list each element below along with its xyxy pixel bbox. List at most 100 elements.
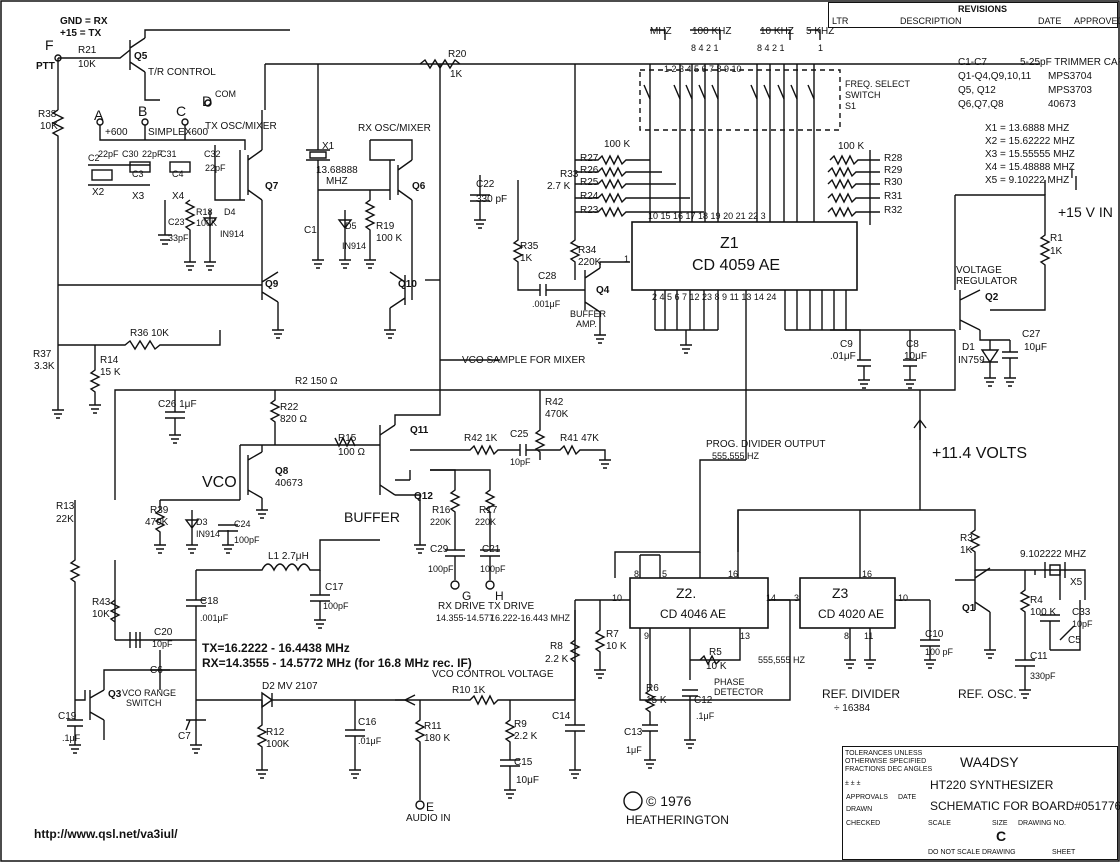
crystal-x3: X3 = 15.55555 MHZ	[985, 149, 1075, 160]
label-r8-value: 2.2 K	[545, 654, 569, 665]
label-c29: C29	[430, 544, 449, 555]
label-q9: Q9	[265, 279, 279, 290]
label-audio-in: AUDIO IN	[406, 813, 451, 824]
z3-part: CD 4020 AE	[818, 607, 885, 621]
label-q8: Q8	[275, 466, 289, 477]
label-r14: R14	[100, 355, 119, 366]
label-c13-value: 1μF	[626, 745, 642, 755]
label-r36: R36 10K	[130, 328, 169, 339]
label-q4: Q4	[596, 285, 610, 296]
connector-g: G	[462, 589, 472, 603]
company-name: WA4DSY	[960, 754, 1019, 770]
label-q2: Q2	[985, 292, 999, 303]
label-c33: C33	[1072, 607, 1091, 618]
label-r42-value: 470K	[545, 409, 569, 420]
label-r4: R4	[1030, 595, 1043, 606]
connector-h: H	[495, 589, 504, 603]
label-r16-value: 220K	[430, 517, 452, 527]
parts-ref-0: C1-C7	[958, 57, 987, 68]
label-c21-value: 100pF	[480, 564, 506, 574]
approvals-date-label: DATE	[898, 794, 917, 801]
parts-desc-1: MPS3704	[1048, 71, 1092, 82]
connector-d: D	[202, 93, 213, 109]
label-r23: R23	[580, 205, 599, 216]
z3-pin10: 10	[898, 593, 909, 603]
label-11-4-volts: +11.4 VOLTS	[932, 445, 1028, 462]
label-c17: C17	[325, 582, 344, 593]
label-cap22c: 22pF	[205, 163, 226, 173]
label-c20-value: 10pF	[152, 639, 173, 649]
z2-pin14: 14	[766, 593, 777, 603]
label-x5: X5	[1070, 577, 1083, 588]
label-buffer-title: BUFFER	[344, 509, 400, 525]
label-vco-range-switch: SWITCH	[126, 698, 162, 708]
connector-c: C	[176, 103, 187, 119]
label-r7: R7	[606, 629, 619, 640]
label-r15: R15	[338, 433, 357, 444]
label-r22: R22	[280, 402, 299, 413]
label-com: COM	[215, 89, 236, 99]
parts-desc-3: 40673	[1048, 99, 1076, 110]
label-ptt: PTT	[36, 61, 55, 72]
label-d2: D2 MV 2107	[262, 681, 318, 692]
label-d5-value: IN914	[342, 241, 367, 251]
label-r34-value: 220K	[578, 257, 602, 268]
label-c7: C7	[178, 731, 191, 742]
label-tx-osc: TX OSC/MIXER	[205, 121, 277, 132]
marker-i: I	[1070, 165, 1074, 181]
label-r10: R10 1K	[452, 685, 486, 696]
label-c9: C9	[840, 339, 853, 350]
z2-part: CD 4046 AE	[660, 607, 727, 621]
drawing-title-1: HT220 SYNTHESIZER	[930, 778, 1054, 792]
label-r38: R38	[38, 109, 57, 120]
label-c25: C25	[510, 429, 529, 440]
z1-part: CD 4059 AE	[692, 257, 781, 274]
label-c1: C1	[304, 225, 317, 236]
label-555-hz: 555,555 HZ	[758, 655, 806, 665]
z1-bottom-pins: 2 4 5 6 7 12 23 8 9 11 13 14 24	[652, 292, 777, 302]
label-d3-value: IN914	[196, 529, 221, 539]
label-r7-value: 10 K	[606, 641, 627, 652]
label-r1: R1	[1050, 233, 1063, 244]
label-c21: C21	[482, 544, 501, 555]
tolerance-line-4: ± ± ±	[845, 780, 861, 787]
label-switch-positions: 1 2 3 4 5 6 7 8 9 10	[664, 64, 742, 74]
label-q1: Q1	[962, 603, 976, 614]
annotation-rx-range: RX=14.3555 - 14.5772 MHz (for 16.8 MHz r…	[202, 656, 472, 670]
label-q5: Q5	[134, 51, 148, 62]
source-url[interactable]: http://www.qsl.net/va3iul/	[34, 827, 178, 841]
label-c17-value: 100pF	[323, 601, 349, 611]
label-c5: C5	[1068, 635, 1081, 646]
label-r6-value: 15 K	[646, 695, 667, 706]
do-not-scale-label: DO NOT SCALE DRAWING	[928, 849, 1016, 856]
z1-ref: Z1	[720, 235, 739, 252]
drawing-title-2: SCHEMATIC FOR BOARD#051776	[930, 799, 1120, 813]
label-c13: C13	[624, 727, 643, 738]
label-r37-value: 3.3K	[34, 361, 55, 372]
label-c31: C31	[160, 149, 177, 159]
z2-pin13: 13	[740, 631, 751, 641]
label-r16: R16	[432, 505, 451, 516]
revisions-col-date: DATE	[1038, 16, 1062, 26]
scale-label: SCALE	[928, 820, 951, 827]
revisions-col-ltr: LTR	[832, 16, 849, 26]
crystal-x4: X4 = 15.48888 MHZ	[985, 162, 1075, 173]
label-vco-control-voltage: VCO CONTROL VOLTAGE	[432, 669, 554, 680]
label-r34: R34	[578, 245, 597, 256]
label-r39-value: 470K	[145, 517, 169, 528]
label-plus600: +600	[105, 127, 128, 138]
label-tx-drive-freq: 16.222-16.443 MHZ	[490, 613, 571, 623]
label-15v-in: +15 V IN	[1058, 204, 1113, 220]
label-c15: C15	[514, 757, 533, 768]
label-q11: Q11	[410, 425, 429, 436]
label-c12: C12	[694, 695, 713, 706]
approvals-label: APPROVALS	[846, 794, 888, 801]
label-r30: R30	[884, 177, 903, 188]
label-r42b: R42 1K	[464, 433, 498, 444]
label-c33-value: 10pF	[1072, 619, 1093, 629]
label-r38-value: 10K	[40, 121, 58, 132]
label-x3: X3	[132, 191, 145, 202]
label-c10-value: 100 pF	[925, 647, 954, 657]
label-c11-value: 330pF	[1030, 671, 1056, 681]
